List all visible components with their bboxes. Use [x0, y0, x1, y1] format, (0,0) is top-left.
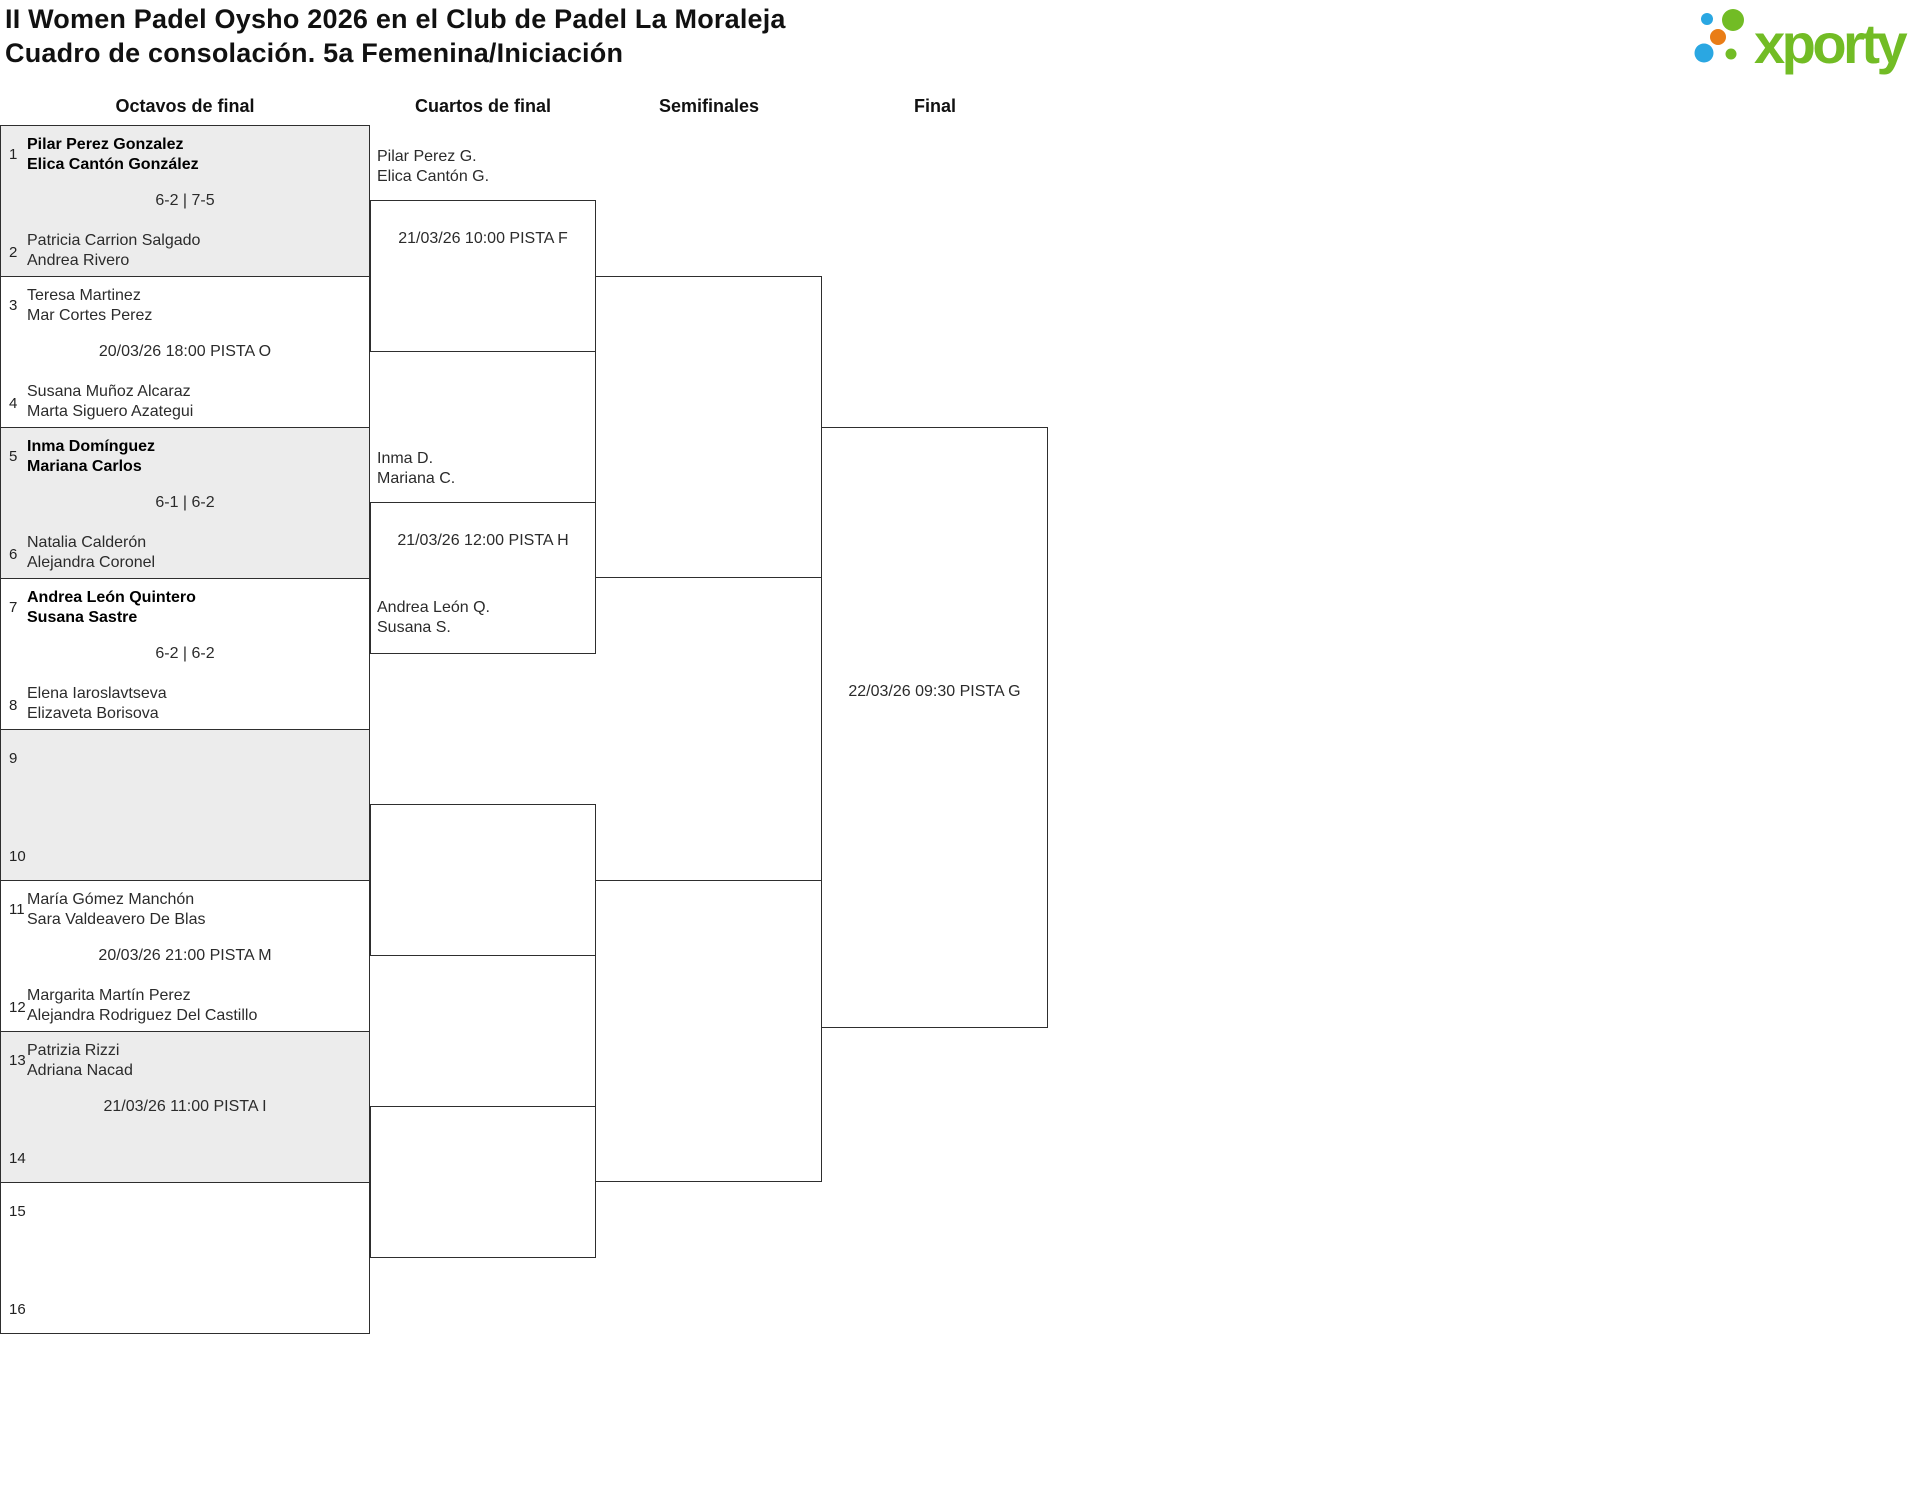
final-box: [821, 427, 1048, 1028]
cuartos-match-2-box: [370, 502, 596, 654]
match-schedule: 20/03/26 21:00 PISTA M: [98, 947, 272, 964]
match-number: 5: [9, 448, 18, 465]
cuartos-match-2-bottom-team: Andrea León Q.Susana S.: [377, 599, 490, 636]
cuartos-match-2-top-team: Inma D.Mariana C.: [377, 450, 456, 487]
match-number: 13: [9, 1052, 26, 1069]
match-number: 2: [9, 244, 18, 261]
octavos-match-5: 9 10: [0, 729, 370, 881]
match-number: 15: [9, 1203, 26, 1220]
match-number: 1: [9, 146, 18, 163]
match-number: 7: [9, 599, 18, 616]
cuartos-match-3-box: [370, 804, 596, 956]
semifinal-1-box: [595, 276, 822, 578]
match-schedule: 21/03/26 11:00 PISTA I: [103, 1098, 267, 1115]
page-title: II Women Padel Oysho 2026 en el Club de …: [5, 4, 786, 34]
match-number: 8: [9, 697, 18, 714]
match-number: 6: [9, 546, 18, 563]
match-number: 12: [9, 999, 26, 1016]
cuartos-match-4-box: [370, 1106, 596, 1258]
cuartos-match-1-top-team: Pilar Perez G.Elica Cantón G.: [377, 148, 490, 185]
xporty-logo-text: xporty: [1754, 12, 1908, 75]
page-subtitle: Cuadro de consolación. 5a Femenina/Inici…: [5, 38, 624, 68]
round-header-octavos: Octavos de final: [115, 96, 255, 116]
xporty-logo: xporty: [1686, 4, 1920, 84]
match-number: 16: [9, 1301, 26, 1318]
match-number: 14: [9, 1150, 26, 1167]
xporty-logo-dots-icon: [1694, 9, 1744, 63]
match-number: 9: [9, 750, 18, 767]
cuartos-match-2-schedule: 21/03/26 12:00 PISTA H: [397, 532, 569, 549]
match-score: 6-2 | 7-5: [155, 192, 215, 209]
round-header-cuartos: Cuartos de final: [414, 96, 552, 116]
cuartos-match-1-box: [370, 200, 596, 352]
octavos-match-8: 15 16: [0, 1182, 370, 1334]
match-number: 3: [9, 297, 18, 314]
round-header-semifinales: Semifinales: [658, 96, 760, 116]
match-schedule: 20/03/26 18:00 PISTA O: [98, 343, 272, 360]
match-score: 6-1 | 6-2: [155, 494, 215, 511]
match-score: 6-2 | 6-2: [155, 645, 215, 662]
match-number: 11: [9, 901, 25, 918]
match-number: 4: [9, 395, 18, 412]
round-header-final: Final: [913, 96, 957, 116]
match-number: 10: [9, 848, 26, 865]
final-schedule: 22/03/26 09:30 PISTA G: [848, 683, 1021, 700]
cuartos-match-1-schedule: 21/03/26 10:00 PISTA F: [398, 230, 568, 247]
semifinal-2-box: [595, 880, 822, 1182]
